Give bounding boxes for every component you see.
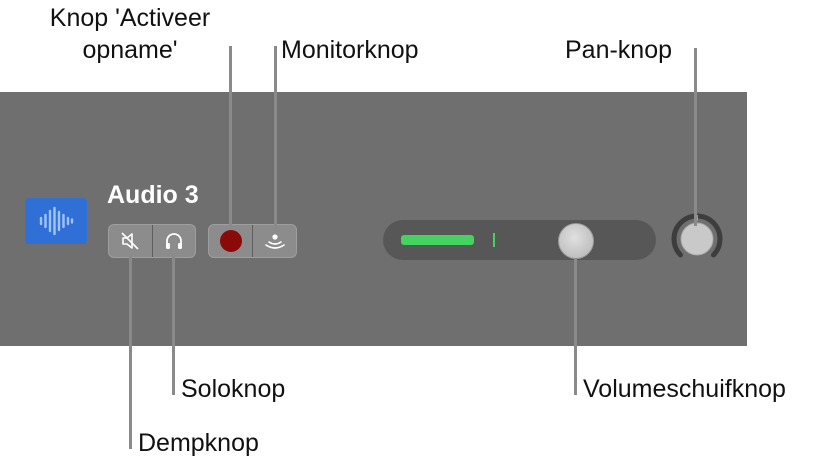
callout-line-pan [694, 48, 697, 226]
track-name: Audio 3 [107, 181, 199, 209]
mute-button[interactable] [109, 225, 152, 257]
callout-record-enable-line2: opname' [82, 36, 178, 64]
mute-solo-group [108, 224, 196, 258]
record-dot-icon [219, 230, 242, 252]
callout-line-volume [574, 258, 577, 395]
record-enable-button[interactable] [209, 225, 252, 257]
callout-line-record [229, 46, 232, 228]
monitor-button[interactable] [252, 225, 296, 257]
callout-line-monitor [274, 46, 277, 230]
callout-record-enable: Knop 'Activeer opname' [36, 2, 224, 66]
callout-volume: Volumeschuifknop [583, 375, 786, 403]
pan-knob-dial [671, 213, 723, 258]
record-monitor-group [208, 224, 297, 258]
track-icon[interactable] [25, 198, 87, 244]
callout-line-mute [129, 255, 132, 449]
pan-knob[interactable] [670, 211, 724, 265]
solo-button[interactable] [151, 225, 196, 257]
waveform-icon [39, 206, 74, 236]
callout-pan: Pan-knop [565, 36, 673, 64]
volume-slider-knob[interactable] [558, 223, 594, 259]
volume-peak-indicator [493, 233, 495, 247]
callout-solo: Soloknop [181, 375, 286, 403]
callout-monitor: Monitorknop [281, 36, 419, 64]
track-header-panel [0, 92, 747, 346]
volume-slider[interactable] [383, 220, 656, 260]
callout-line-solo [172, 255, 175, 395]
volume-level-meter [401, 235, 474, 245]
headphones-icon [165, 233, 182, 249]
speaker-muted-icon [121, 232, 139, 250]
monitor-waves-icon [264, 234, 285, 249]
callout-record-enable-line1: Knop 'Activeer [49, 4, 211, 32]
callout-mute: Dempknop [138, 429, 259, 457]
